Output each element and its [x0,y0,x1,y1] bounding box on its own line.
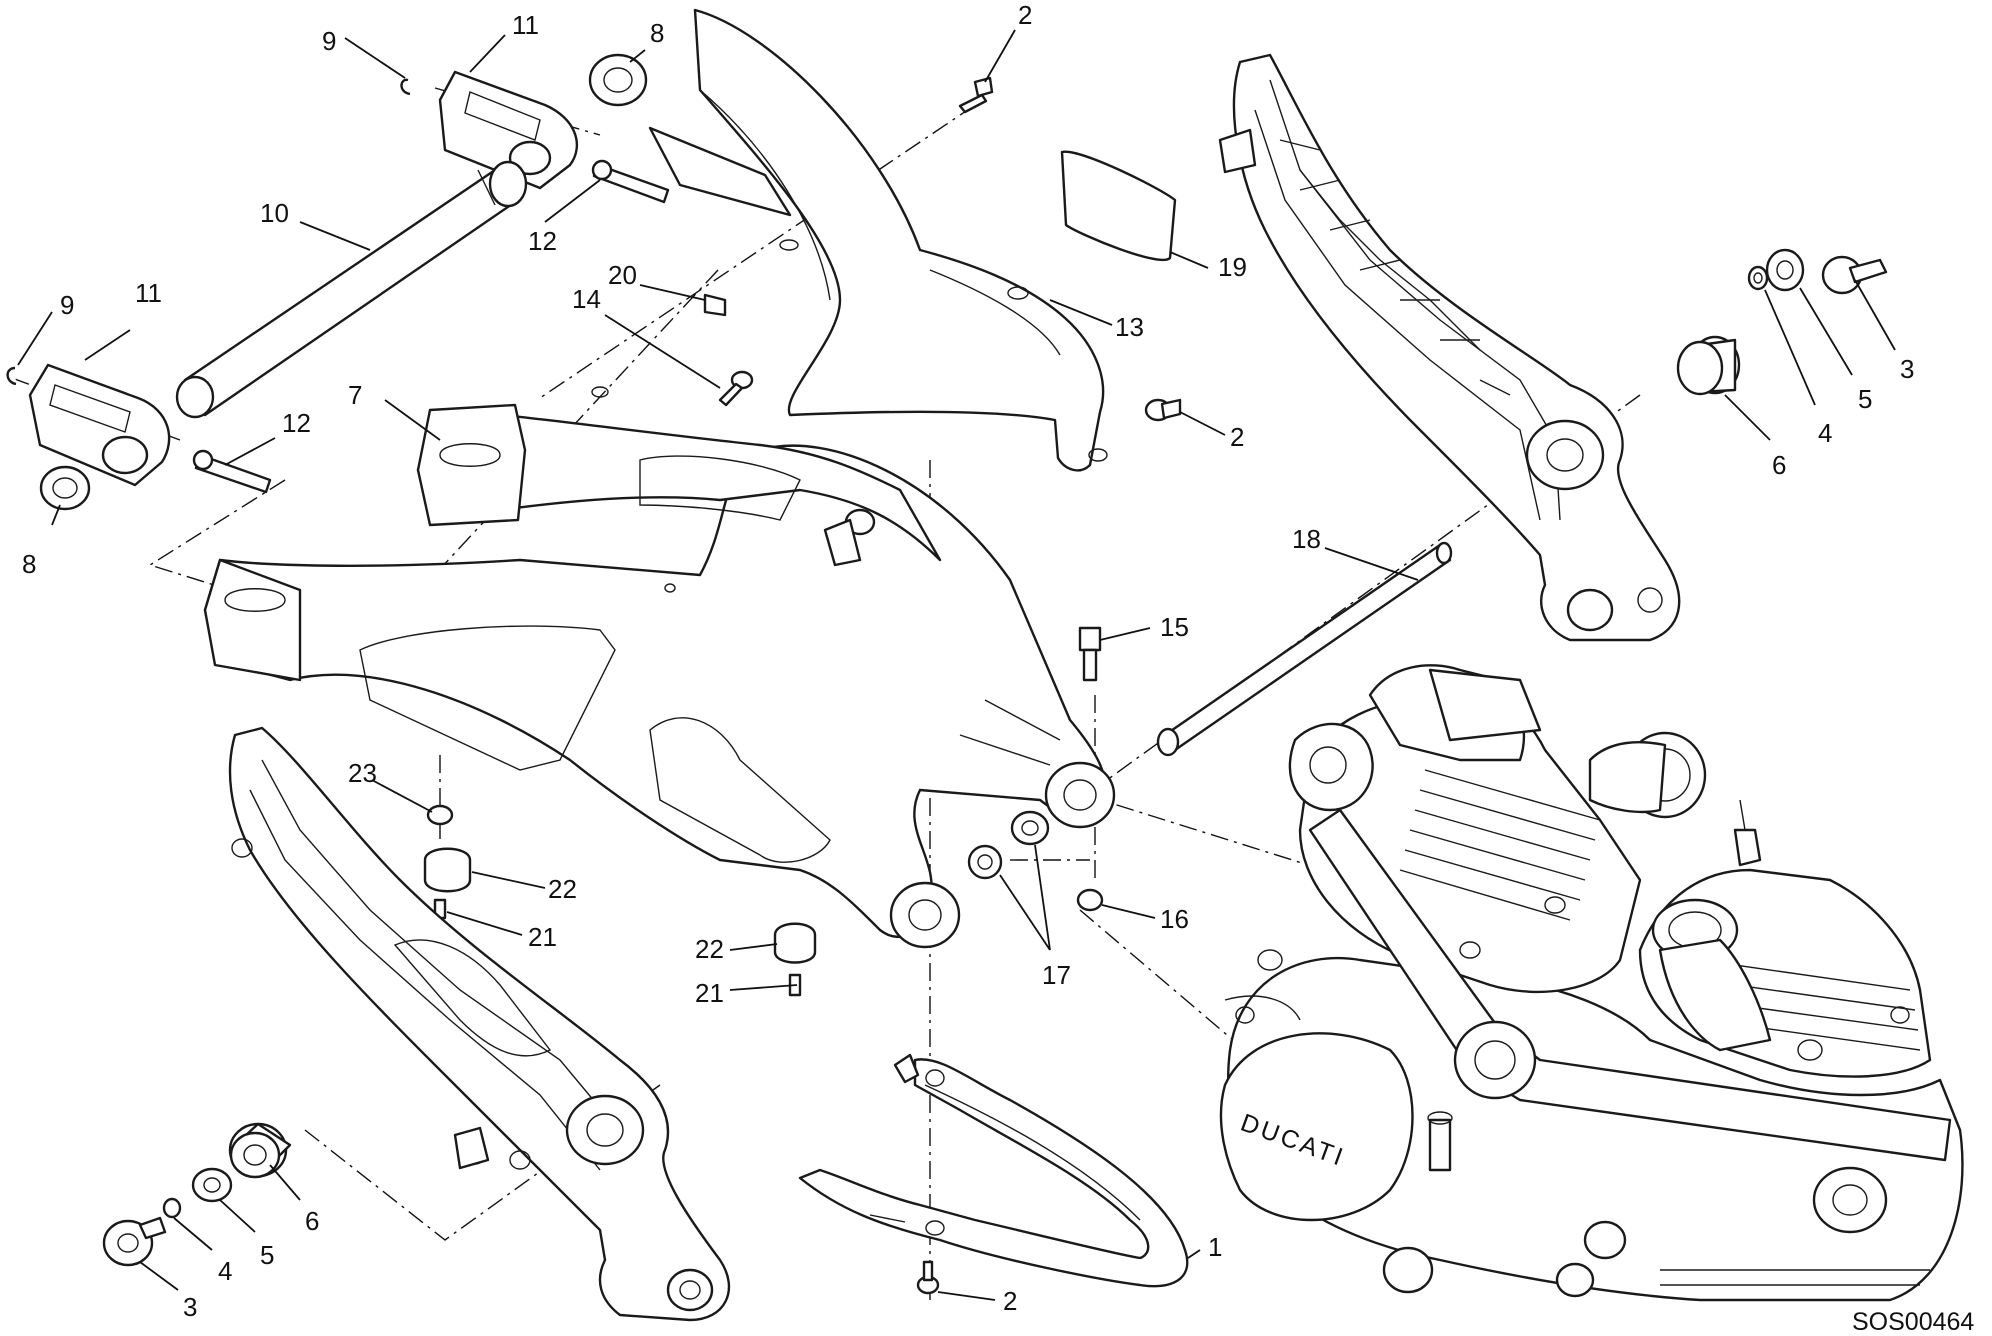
right-footpeg-hanger [1218,53,1681,642]
callout-6-right: 6 [1772,450,1786,480]
callout-11-bottom: 11 [135,278,162,308]
drawing-code: SOS00464 [1852,1308,1974,1336]
left-footpeg-hanger [228,726,731,1322]
swingarm [203,386,1116,949]
callout-5-left: 5 [260,1240,274,1270]
pivot-hardware-right [1676,248,1888,396]
callout-4-left: 4 [218,1256,232,1286]
callout-23: 23 [348,758,377,788]
chain-guard [798,1053,1189,1288]
callout-4-right: 4 [1818,418,1832,448]
callout-12-bottom: 12 [282,408,311,438]
callout-1: 1 [1208,1232,1222,1262]
callout-21-right: 21 [695,978,724,1008]
callout-2-top: 2 [1018,0,1032,30]
callout-18: 18 [1292,524,1321,554]
callout-8-bottom: 8 [22,549,36,579]
callout-22-left: 22 [548,874,577,904]
callout-9-top: 9 [322,26,336,56]
callout-13: 13 [1115,312,1144,342]
callout-9-bottom: 9 [60,290,74,320]
callout-15: 15 [1160,612,1189,642]
rear-mudguard [648,8,1108,472]
callout-2-bottom: 2 [1003,1286,1017,1316]
callout-21-left: 21 [528,922,557,952]
callout-19: 19 [1218,252,1247,282]
callout-17: 17 [1042,960,1071,990]
callout-3-right: 3 [1900,354,1914,384]
callout-3-left: 3 [183,1292,197,1322]
swingarm-pivot-shaft [1156,541,1453,757]
pivot-hardware-left [102,1122,292,1267]
callout-6-left: 6 [305,1206,319,1236]
reflector-panel [1060,150,1177,261]
callout-11-top: 11 [512,10,539,40]
callout-20: 20 [608,260,637,290]
callout-7: 7 [348,380,362,410]
callout-5-right: 5 [1858,384,1872,414]
callout-10: 10 [260,198,289,228]
callout-14: 14 [572,284,601,314]
callout-2-right: 2 [1230,422,1244,452]
chain-adjuster-upper [400,53,670,204]
chain-adjuster-lower [6,363,272,511]
callout-labels: 1 2 2 2 3 3 4 4 5 5 6 6 7 8 8 9 9 10 11 … [22,0,1914,1322]
callout-8-top: 8 [650,18,664,48]
callout-22-right: 22 [695,934,724,964]
rear-wheel-axle [175,160,528,419]
leader-lines [17,29,1896,1301]
callout-16: 16 [1160,904,1189,934]
engine-reference: DUCATI [1219,664,1964,1302]
callout-12-top: 12 [528,226,557,256]
